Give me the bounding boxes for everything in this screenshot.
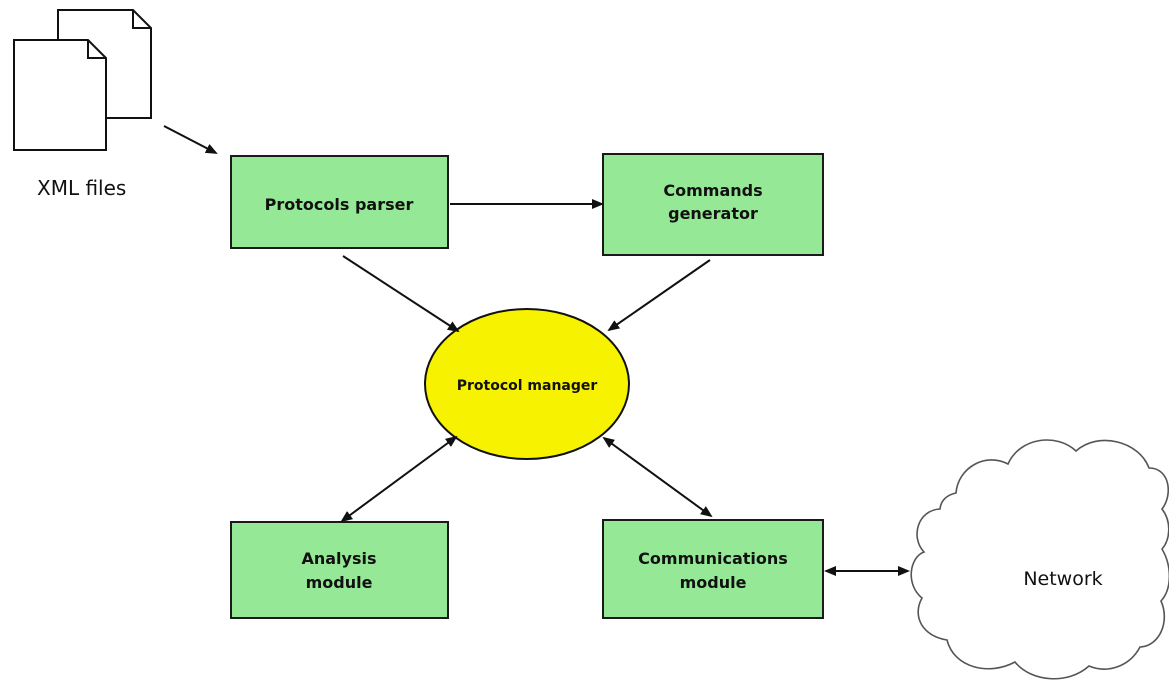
communications-module-shape [602, 519, 824, 619]
analysis-module-shape [230, 521, 449, 619]
analysis-module-line2: module [306, 573, 373, 592]
front-document-fold [87, 40, 106, 59]
protocols-parser-box: Protocols parser [230, 155, 449, 249]
commands-generator-line2: generator [668, 204, 758, 223]
manager-analysis-bidirectional-arrow [340, 435, 458, 523]
generator-to-manager-arrow [607, 259, 711, 332]
protocol-manager-node: Protocol manager [424, 308, 630, 460]
document-stack-icon [13, 9, 152, 151]
xml-to-parser-arrow [163, 125, 218, 154]
parser-to-manager-arrow [342, 255, 460, 333]
communications-module-line2: module [680, 573, 747, 592]
analysis-module-line1: Analysis [301, 549, 376, 568]
protocol-manager-shape [424, 308, 630, 460]
network-node: Network [910, 439, 1169, 680]
commands-generator-shape [602, 153, 824, 256]
back-document-fold [132, 10, 151, 29]
commands-generator-line1: Commands [663, 181, 762, 200]
analysis-module-box: Analysis module [230, 521, 449, 619]
commands-generator-box: Commands generator [602, 153, 824, 256]
cloud-icon [910, 439, 1169, 680]
communications-module-line1: Communications [638, 549, 788, 568]
xml-files-label: XML files [37, 176, 126, 200]
protocol-manager-label: Protocol manager [457, 378, 598, 394]
protocols-parser-label: Protocols parser [265, 195, 414, 214]
network-label: Network [1023, 568, 1102, 590]
manager-communications-bidirectional-arrow [602, 436, 713, 518]
protocols-parser-shape [230, 155, 449, 249]
communications-module-box: Communications module [602, 519, 824, 619]
front-document-shape [13, 39, 107, 151]
